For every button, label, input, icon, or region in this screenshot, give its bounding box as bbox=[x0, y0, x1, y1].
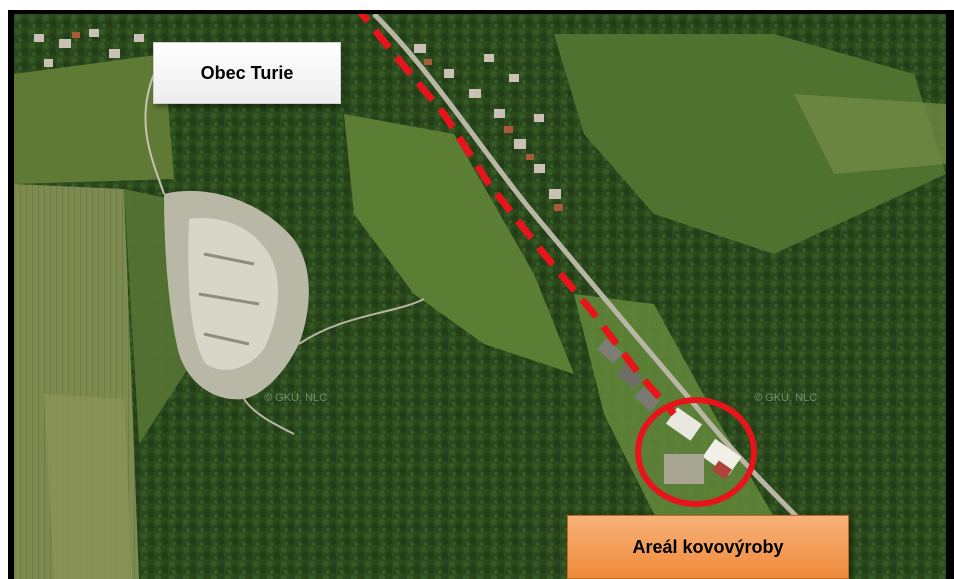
village-label: Obec Turie bbox=[153, 42, 341, 104]
village-label-text: Obec Turie bbox=[200, 62, 294, 83]
main-road bbox=[372, 14, 816, 536]
village-houses bbox=[34, 29, 561, 199]
aerial-map-artwork bbox=[14, 14, 946, 579]
farm-field bbox=[44, 394, 132, 579]
site-label-text: Areál kovovýroby bbox=[632, 536, 784, 557]
meadow bbox=[14, 54, 174, 184]
watermark: © GKÚ, NLC bbox=[264, 392, 328, 404]
forest-path bbox=[144, 73, 165, 195]
forest-path bbox=[298, 298, 425, 345]
industrial-buildings bbox=[597, 338, 742, 484]
quarry-terrace bbox=[198, 252, 260, 346]
meadow bbox=[344, 114, 574, 374]
aerial-map[interactable]: © GKÚ, NLC © GKÚ, NLC bbox=[14, 14, 946, 579]
site-marker-circle bbox=[635, 397, 757, 507]
site-label: Areál kovovýroby bbox=[567, 515, 849, 579]
meadow bbox=[794, 94, 946, 174]
watermark: © GKÚ, NLC bbox=[754, 392, 818, 404]
route-line bbox=[357, 14, 677, 417]
village-roofs bbox=[72, 32, 563, 211]
forest-path bbox=[243, 398, 295, 435]
meadow bbox=[554, 34, 946, 254]
